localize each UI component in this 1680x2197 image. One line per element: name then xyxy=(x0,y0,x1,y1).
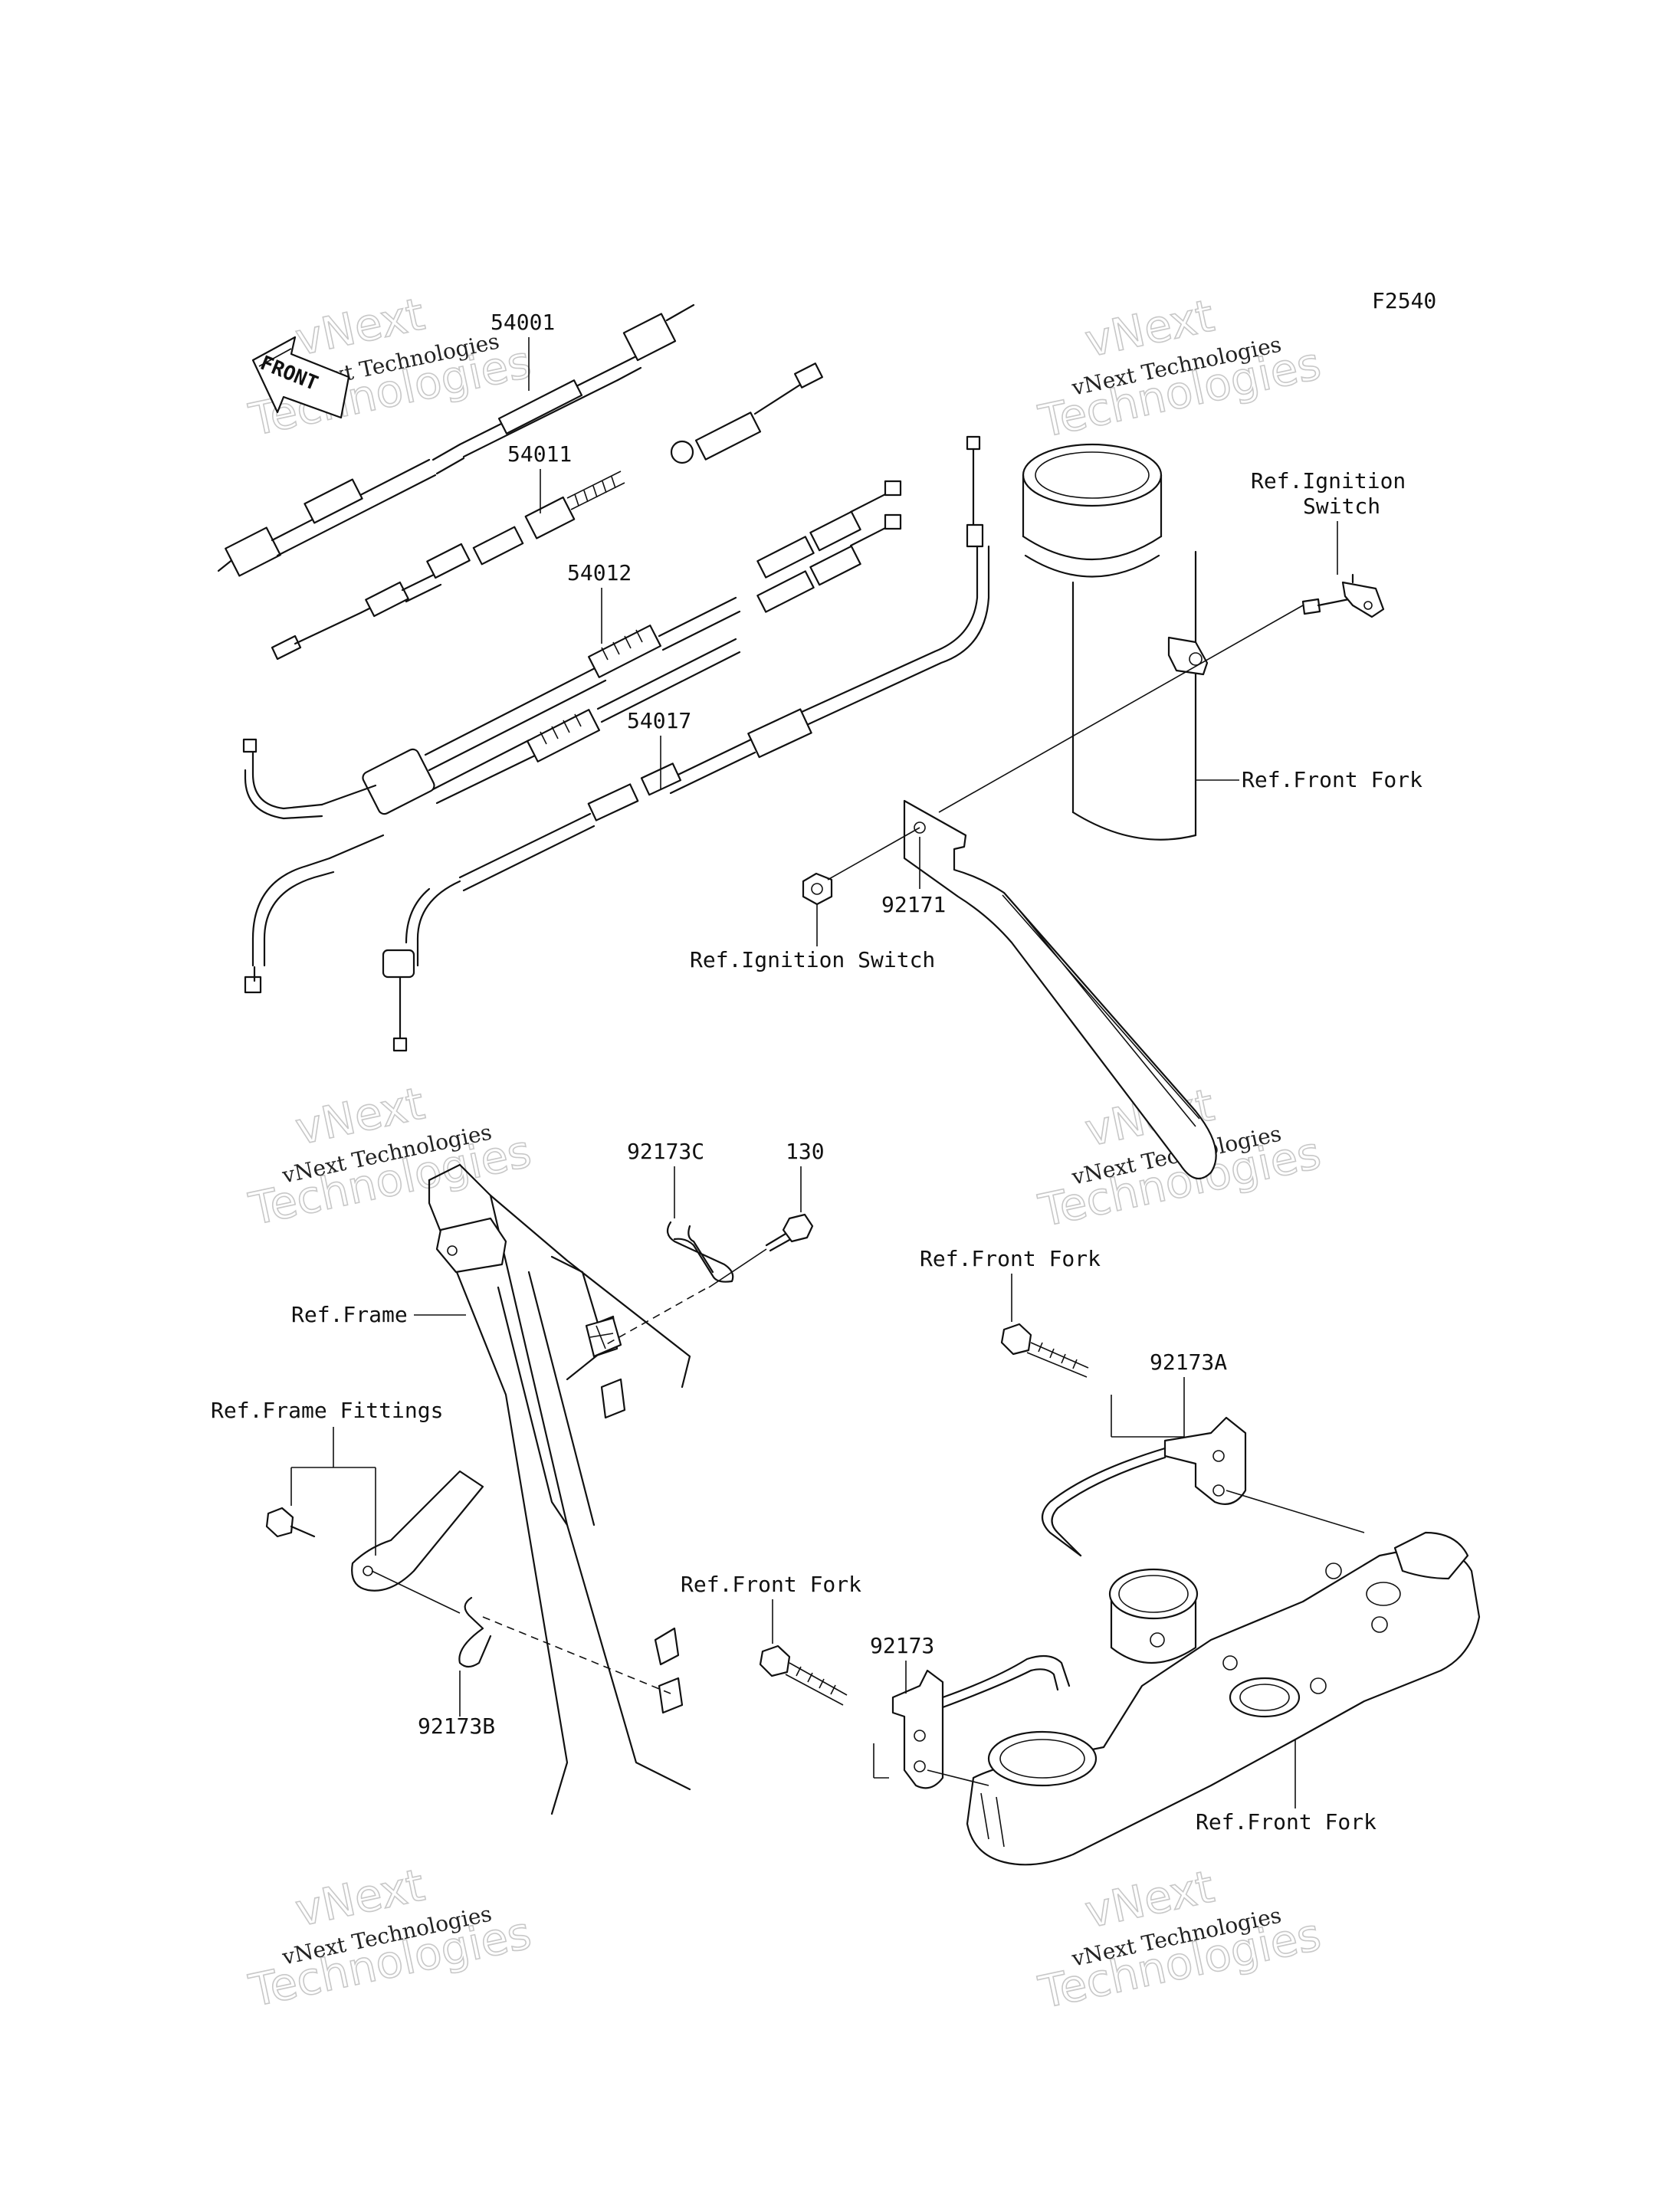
frame-fittings-bolt xyxy=(265,1507,316,1538)
label-92173: 92173 xyxy=(870,1633,934,1658)
frame-fittings-bracket xyxy=(351,1470,484,1592)
clip-92173B xyxy=(458,1596,492,1668)
bolt-front-fork-bottom xyxy=(759,1644,848,1706)
label-54001: 54001 xyxy=(491,310,555,335)
cable-54011 xyxy=(271,362,824,661)
watermark-top-right: vNext Technologies vNext Technologies xyxy=(1034,289,1326,448)
ref-front-fork-4: Ref.Front Fork xyxy=(1196,1809,1376,1835)
clip-92173C xyxy=(666,1221,734,1283)
cable-54017 xyxy=(382,435,990,1052)
bolt-130 xyxy=(765,1213,814,1252)
label-54012: 54012 xyxy=(567,560,632,585)
label-54017: 54017 xyxy=(627,708,691,733)
label-130: 130 xyxy=(786,1139,825,1164)
ignition-nut xyxy=(802,872,833,906)
ref-frame-fittings: Ref.Frame Fittings xyxy=(211,1398,443,1423)
label-92171: 92171 xyxy=(881,892,946,917)
ignition-bolt-top xyxy=(1301,573,1385,618)
bolt-front-fork-top xyxy=(1000,1323,1089,1378)
ref-front-fork-2: Ref.Front Fork xyxy=(920,1246,1101,1271)
cable-guide-92173A xyxy=(1041,1416,1247,1557)
ref-ignition-switch-top-1: Ref.Ignition xyxy=(1251,468,1406,494)
watermark-bottom-right: vNext Technologies vNext Technologies xyxy=(1034,1860,1326,2019)
label-92173A: 92173A xyxy=(1150,1349,1227,1375)
ref-frame: Ref.Frame xyxy=(291,1302,408,1327)
frame-part xyxy=(428,1163,691,1815)
figure-code: F2540 xyxy=(1372,288,1436,313)
front-fork-tube xyxy=(1022,443,1209,841)
cable-guide-92173 xyxy=(891,1654,1071,1789)
cable-54012 xyxy=(242,480,902,994)
watermark-bottom-left: vNext Technologies vNext Technologies xyxy=(244,1858,536,2018)
watermark-mid-left: vNext Technologies vNext Technologies xyxy=(244,1077,536,1236)
label-92173B: 92173B xyxy=(418,1713,495,1739)
label-54011: 54011 xyxy=(507,441,572,467)
label-92173C: 92173C xyxy=(627,1139,704,1164)
ref-ignition-switch-top-2: Switch xyxy=(1303,494,1380,519)
cable-54001 xyxy=(217,303,695,577)
ref-front-fork-1: Ref.Front Fork xyxy=(1242,767,1422,792)
bracket-92171 xyxy=(903,799,1217,1180)
ref-ignition-switch-bottom: Ref.Ignition Switch xyxy=(690,947,935,972)
ref-front-fork-3: Ref.Front Fork xyxy=(681,1572,861,1597)
triple-clamp xyxy=(966,1531,1481,1866)
